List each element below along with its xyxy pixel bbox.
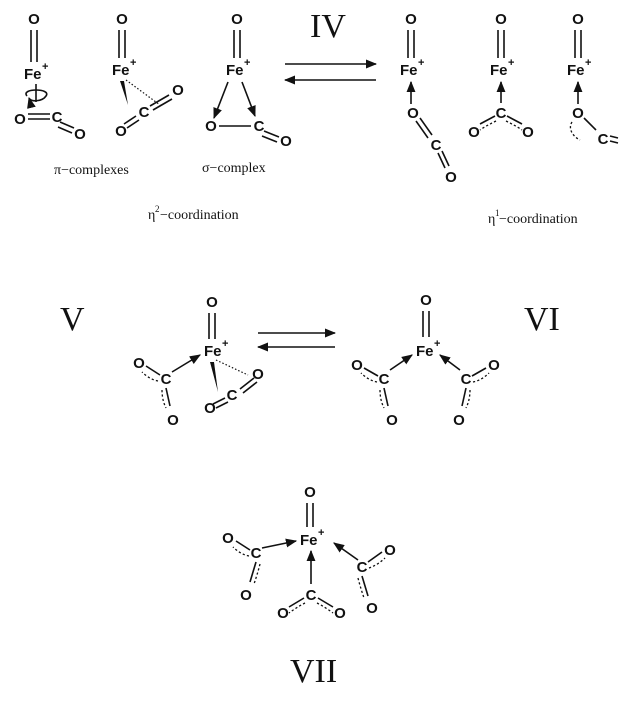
atom-c: C bbox=[431, 137, 442, 154]
atom-o: O bbox=[280, 133, 292, 150]
atom-c: C bbox=[254, 118, 265, 135]
atom-c: C bbox=[496, 105, 507, 122]
atom-fe: Fe bbox=[416, 343, 434, 360]
atom-o: O bbox=[204, 400, 216, 417]
caption-sigma-complex: σ−complex bbox=[202, 161, 266, 176]
charge-plus: + bbox=[244, 57, 250, 69]
label-vii: VII bbox=[290, 653, 337, 690]
hashed-bond bbox=[215, 359, 249, 376]
label-iv: IV bbox=[310, 8, 346, 45]
eta1-superscript: 1 bbox=[495, 208, 500, 218]
atom-o: O bbox=[468, 124, 480, 141]
atom-o: O bbox=[334, 605, 346, 622]
atom-fe: Fe bbox=[204, 343, 222, 360]
atom-o: O bbox=[420, 292, 432, 309]
atom-o: O bbox=[172, 82, 184, 99]
atom-o: O bbox=[74, 126, 86, 143]
charge-plus: + bbox=[222, 338, 228, 350]
eta2-text: −coordination bbox=[160, 208, 239, 223]
structure-eta1-carbon-bound: O Fe + C O O bbox=[468, 11, 534, 141]
atom-o: O bbox=[405, 11, 417, 28]
rotation-arrow bbox=[25, 89, 48, 109]
atom-o: O bbox=[445, 169, 457, 186]
atom-o: O bbox=[252, 366, 264, 383]
atom-fe: Fe bbox=[112, 62, 130, 79]
atom-o: O bbox=[206, 294, 218, 311]
caption-pi-complexes: π−complexes bbox=[54, 163, 129, 178]
atom-o: O bbox=[386, 412, 398, 429]
charge-plus: + bbox=[318, 527, 324, 539]
atom-o: O bbox=[304, 484, 316, 501]
atom-fe: Fe bbox=[567, 62, 585, 79]
atom-o: O bbox=[453, 412, 465, 429]
structure-v: O Fe + C O O C O O bbox=[133, 294, 264, 429]
atom-o: O bbox=[222, 530, 234, 547]
atom-o: O bbox=[277, 605, 289, 622]
caption-eta2-coordination: η 2 −coordination bbox=[148, 204, 239, 223]
atom-c: C bbox=[139, 104, 150, 121]
atom-c: C bbox=[251, 545, 262, 562]
wedge-bond bbox=[210, 362, 218, 392]
atom-o: O bbox=[572, 11, 584, 28]
label-vi: VI bbox=[524, 301, 560, 338]
atom-c: C bbox=[306, 587, 317, 604]
atom-o: O bbox=[572, 105, 584, 122]
charge-plus: + bbox=[585, 57, 591, 69]
label-v: V bbox=[60, 301, 85, 338]
atom-fe: Fe bbox=[226, 62, 244, 79]
structure-vi: O Fe + C O O C O O bbox=[351, 292, 500, 429]
structure-sigma-complex: O Fe + O C O bbox=[205, 11, 292, 150]
atom-o: O bbox=[28, 11, 40, 28]
atom-o: O bbox=[351, 357, 363, 374]
wedge-bond bbox=[120, 81, 128, 105]
atom-c: C bbox=[227, 387, 238, 404]
atom-o: O bbox=[495, 11, 507, 28]
eta2-superscript: 2 bbox=[155, 204, 160, 214]
atom-o: O bbox=[384, 542, 396, 559]
eta2-symbol: η bbox=[148, 208, 155, 223]
charge-plus: + bbox=[42, 61, 48, 73]
atom-o: O bbox=[488, 357, 500, 374]
atom-c: C bbox=[379, 371, 390, 388]
atom-o: O bbox=[205, 118, 217, 135]
structure-pi-complex-stereo: O Fe + C O O bbox=[112, 11, 184, 140]
atom-o: O bbox=[115, 123, 127, 140]
atom-c: C bbox=[52, 109, 63, 126]
atom-fe: Fe bbox=[300, 532, 318, 549]
atom-c: C bbox=[598, 131, 609, 148]
charge-plus: + bbox=[434, 338, 440, 350]
charge-plus: + bbox=[508, 57, 514, 69]
atom-c: C bbox=[461, 371, 472, 388]
charge-plus: + bbox=[418, 57, 424, 69]
eta1-symbol: η bbox=[488, 212, 495, 227]
atom-fe: Fe bbox=[490, 62, 508, 79]
atom-fe: Fe bbox=[24, 66, 42, 83]
atom-o: O bbox=[14, 111, 26, 128]
caption-eta1-coordination: η 1 −coordination bbox=[488, 208, 578, 227]
atom-c: C bbox=[161, 371, 172, 388]
atom-o: O bbox=[366, 600, 378, 617]
equilibrium-arrows-top bbox=[283, 59, 378, 85]
charge-plus: + bbox=[130, 57, 136, 69]
atom-o: O bbox=[167, 412, 179, 429]
structure-eta1-end-on: O Fe + O C O bbox=[400, 11, 457, 186]
atom-o: O bbox=[240, 587, 252, 604]
atom-o: O bbox=[522, 124, 534, 141]
hashed-bond bbox=[125, 79, 161, 106]
atom-o: O bbox=[133, 355, 145, 372]
structure-pi-complex-rotating: O Fe + O C O bbox=[14, 11, 86, 143]
atom-o: O bbox=[407, 105, 419, 122]
structure-vii: O Fe + C O O C O O C O O bbox=[222, 484, 396, 622]
atom-o: O bbox=[231, 11, 243, 28]
equilibrium-arrows-middle bbox=[256, 328, 337, 352]
structure-eta1-partial: O Fe + O C bbox=[567, 11, 619, 148]
atom-c: C bbox=[357, 559, 368, 576]
atom-fe: Fe bbox=[400, 62, 418, 79]
atom-o: O bbox=[116, 11, 128, 28]
eta1-text: −coordination bbox=[499, 212, 578, 227]
